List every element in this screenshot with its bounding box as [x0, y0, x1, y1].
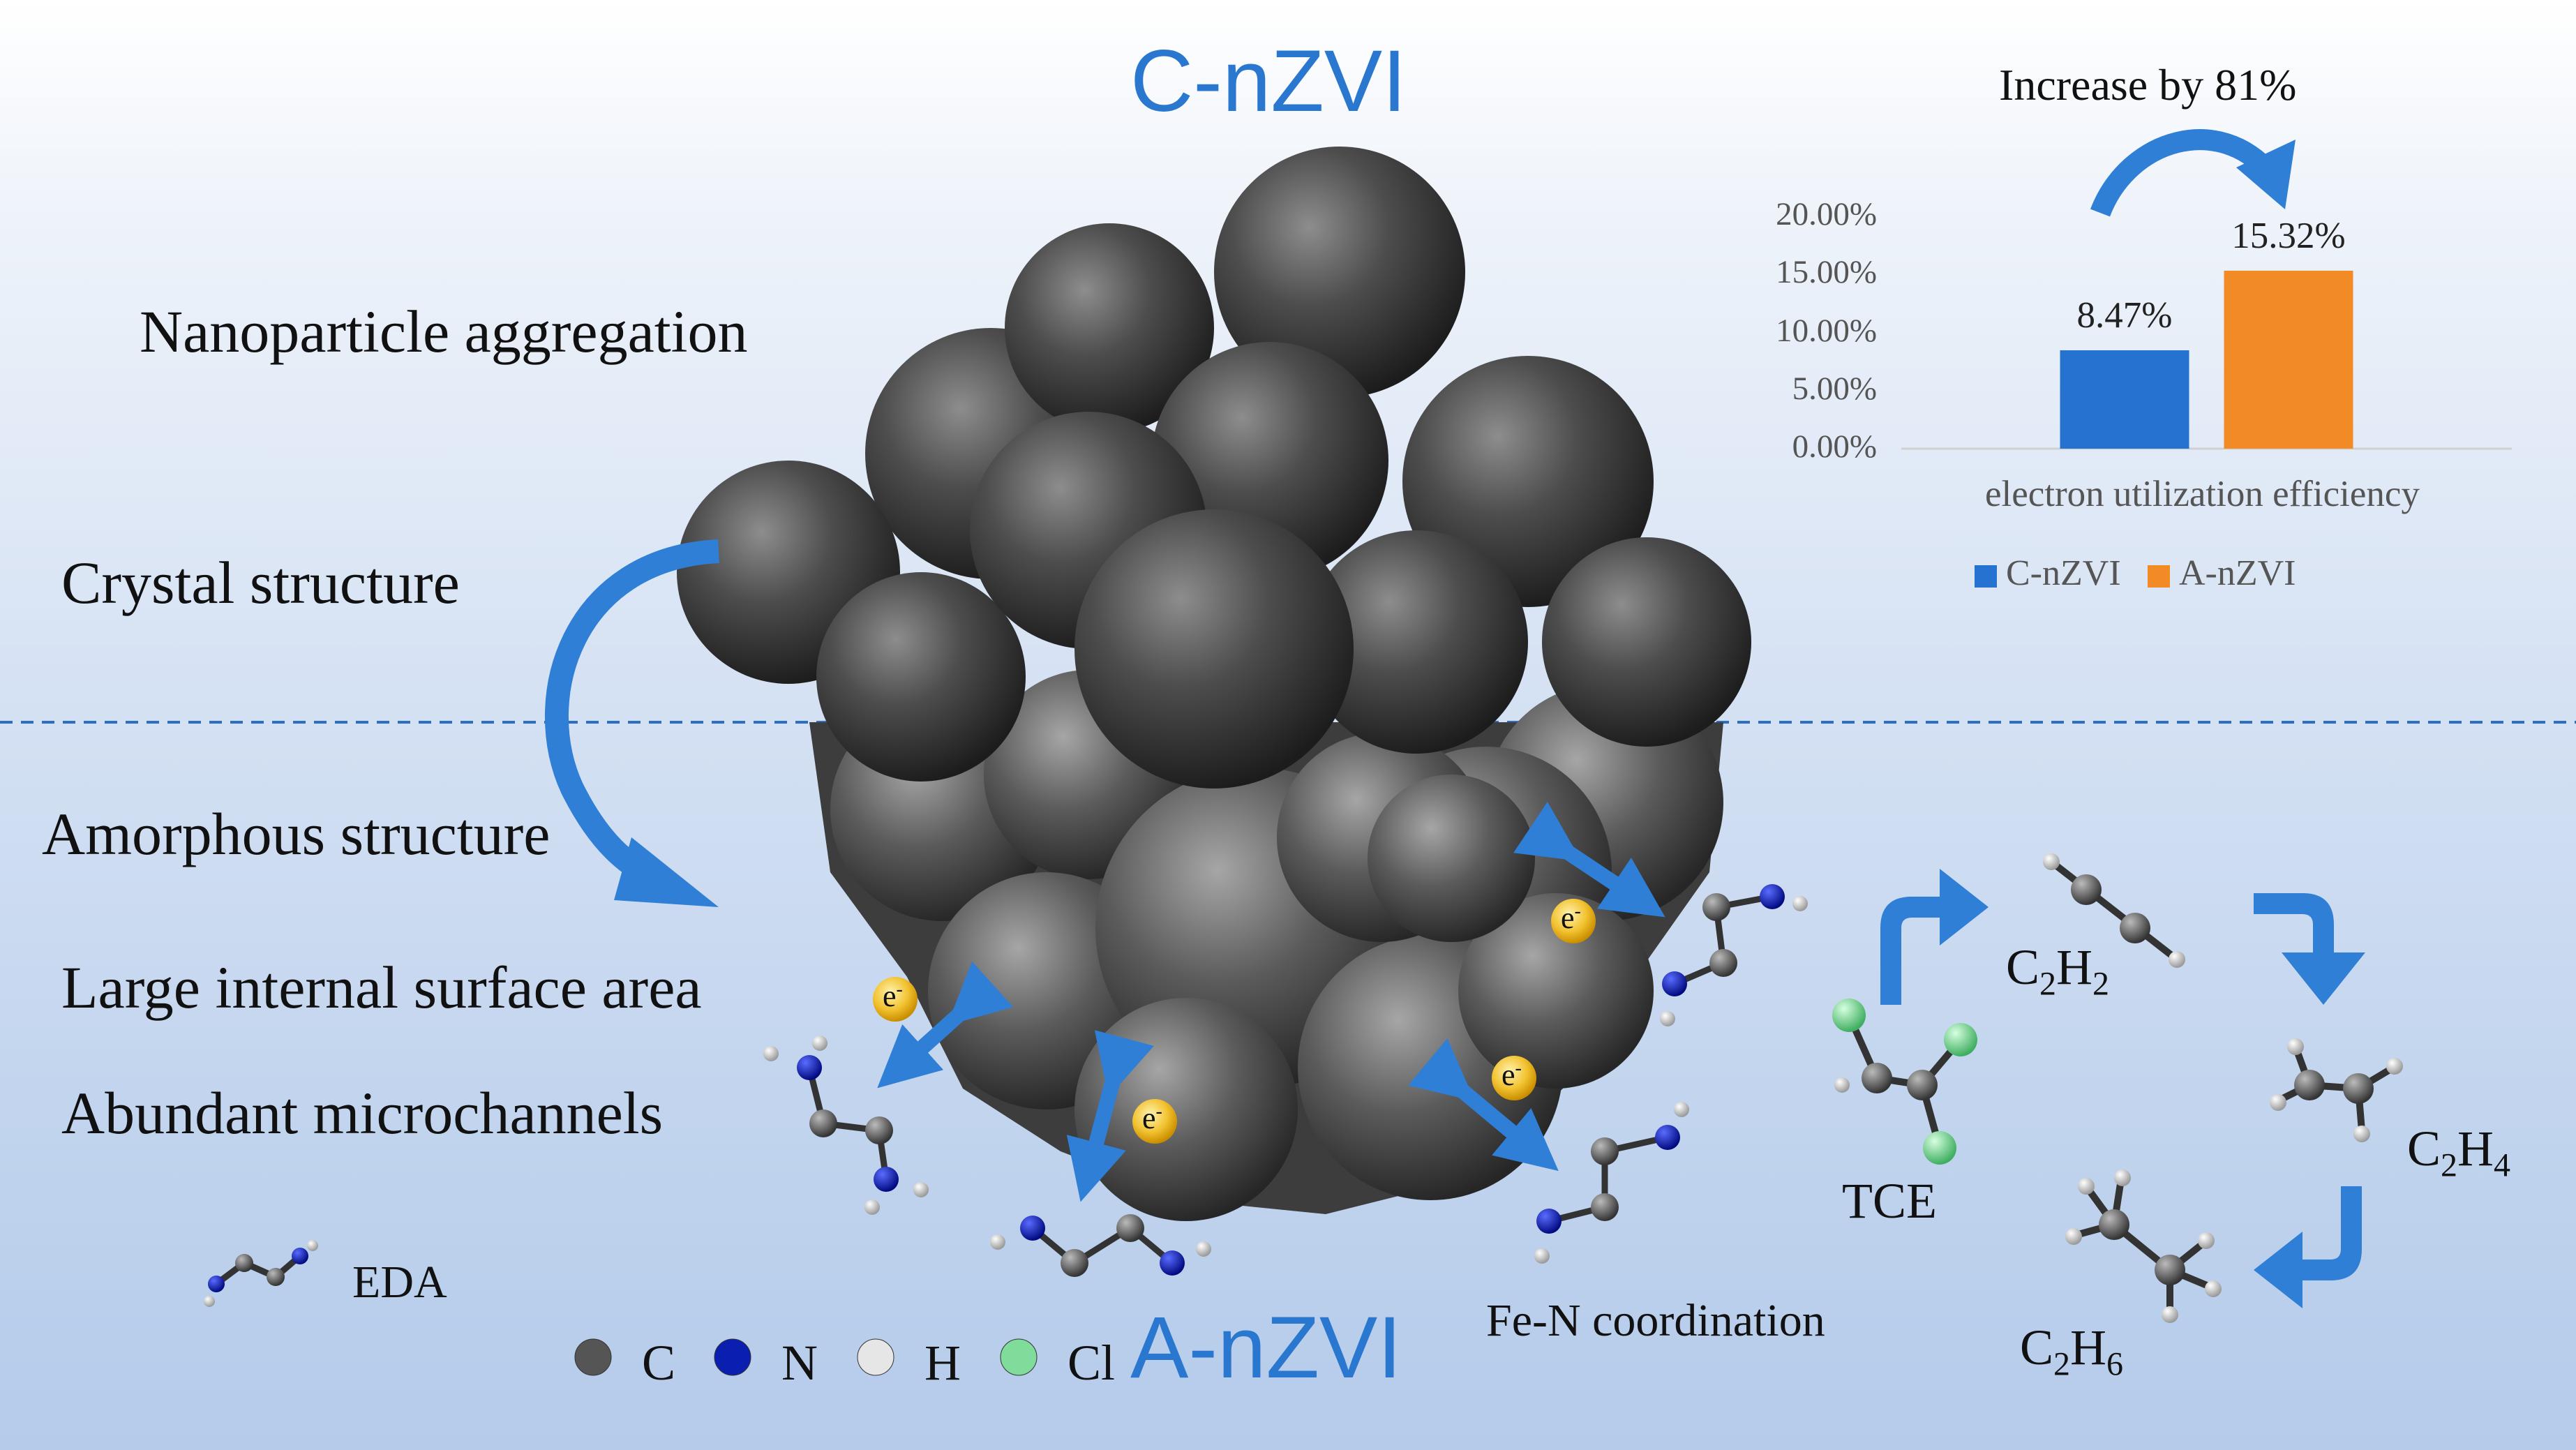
atom-label-c: C	[642, 1335, 676, 1391]
increase-arrow	[2090, 129, 2279, 217]
electron-label: e-	[1142, 1100, 1162, 1135]
electrons	[873, 899, 1596, 1144]
y-tick-label: 20.00%	[1776, 196, 1877, 232]
label-amorphous: Amorphous structure	[42, 800, 551, 867]
eda-molecules	[204, 884, 1808, 1307]
formula-c2h2: C2H2	[2006, 939, 2110, 1003]
double-arrows	[877, 801, 1665, 1202]
title-c-nzvi: C-nZVI	[1130, 33, 1407, 130]
label-eda: EDA	[352, 1257, 447, 1308]
atom-dot-cl	[1000, 1338, 1038, 1376]
bar-value-label: 15.32%	[2231, 215, 2346, 256]
curved-arrow-left	[544, 539, 719, 890]
label-fe-n: Fe-N coordination	[1486, 1295, 1825, 1346]
label-crystal: Crystal structure	[61, 549, 460, 616]
atom-dot-h	[857, 1338, 894, 1376]
formula-c2h6: C2H6	[2020, 1320, 2124, 1383]
chart-xlabel: electron utilization efficiency	[1985, 474, 2420, 514]
atom-label-cl: Cl	[1068, 1335, 1116, 1391]
bar-chart	[1901, 270, 2512, 588]
electron-label: e-	[1502, 1057, 1522, 1092]
atom-dot-c	[574, 1338, 612, 1376]
label-tce: TCE	[1842, 1173, 1937, 1229]
y-tick-label: 15.00%	[1776, 254, 1877, 291]
y-tick-label: 0.00%	[1792, 428, 1877, 465]
legend-label: C-nZVI	[2006, 553, 2121, 593]
reaction-arrows	[1880, 869, 2365, 1308]
reaction-molecules	[1832, 853, 2403, 1323]
atom-legend-dots	[574, 1338, 1038, 1376]
formula-c2h4: C2H4	[2407, 1121, 2511, 1184]
chart-annotation: Increase by 81%	[1999, 60, 2297, 110]
atom-label-h: H	[924, 1335, 961, 1391]
atom-label-n: N	[781, 1335, 818, 1391]
legend-swatch	[2148, 565, 2170, 588]
label-surface: Large internal surface area	[61, 954, 702, 1021]
legend-label: A-nZVI	[2179, 553, 2296, 593]
label-microchannels: Abundant microchannels	[61, 1079, 664, 1146]
electron-label: e-	[1561, 900, 1581, 935]
y-tick-label: 5.00%	[1792, 370, 1877, 407]
atom-dot-n	[714, 1338, 751, 1376]
label-nanoparticle: Nanoparticle aggregation	[140, 298, 748, 365]
title-a-nzvi: A-nZVI	[1130, 1299, 1402, 1396]
electron-label: e-	[883, 978, 903, 1013]
bar-value-label: 8.47%	[2076, 294, 2173, 336]
bar-c-nzvi	[2060, 350, 2189, 449]
legend-swatch	[1975, 565, 1997, 588]
crystal-cluster	[677, 147, 1751, 788]
bar-a-nzvi	[2224, 270, 2353, 449]
y-tick-label: 10.00%	[1776, 312, 1877, 349]
